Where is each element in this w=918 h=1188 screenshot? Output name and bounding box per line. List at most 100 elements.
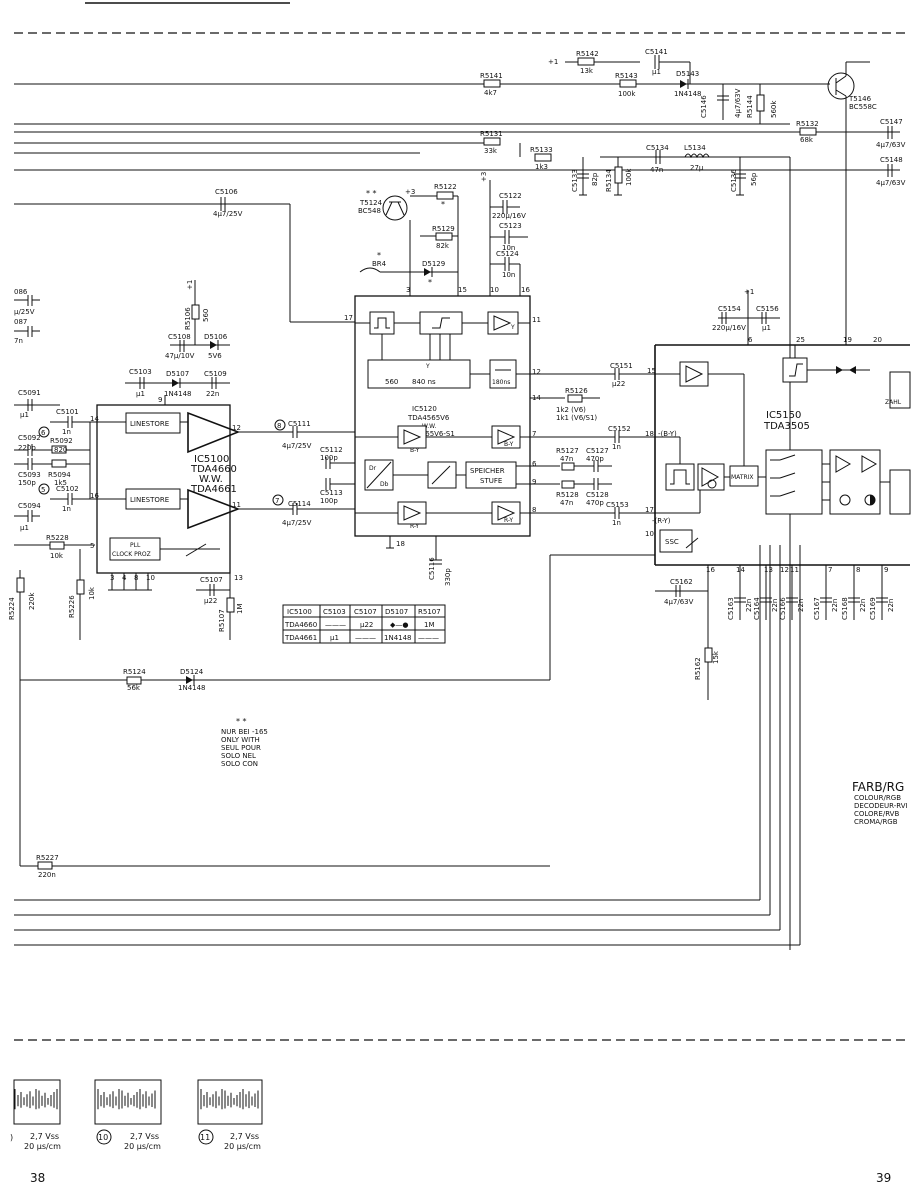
r5127-symbol: [561, 462, 575, 471]
waveform-10-marker: [96, 1129, 112, 1145]
ic5150-pin-19: 19: [843, 336, 852, 344]
r5227-symbol: [37, 861, 53, 870]
r5129-label: R5129: [432, 225, 455, 233]
marker-8-text: 8: [277, 422, 281, 430]
d5106-symbol: [210, 341, 217, 349]
r5144-symbol: [756, 94, 765, 112]
ic5100-pin-10: 10: [146, 574, 155, 582]
bus-lines: [14, 83, 900, 950]
c5103-label: C5103: [129, 368, 152, 376]
note-line-0: NUR BEI -165: [221, 728, 268, 736]
c5133-label: C5133: [571, 169, 579, 192]
c5141-label: C5141: [645, 48, 668, 56]
c5167-label: C5167: [813, 597, 821, 620]
r5106-value: 560: [202, 309, 210, 322]
c5116-label: C5116: [428, 557, 436, 580]
c5153-value: 1n: [612, 519, 621, 527]
br4-symbol: [359, 267, 381, 273]
c5151-label: C5151: [610, 362, 633, 370]
l5134-label: L5134: [684, 144, 706, 152]
c5162-label: C5162: [670, 578, 693, 586]
ic5150-pin-25: 25: [796, 336, 805, 344]
r5122-symbol: [436, 191, 454, 200]
c5091-label: C5091: [18, 389, 41, 397]
ic5120-by-amp: [397, 425, 427, 449]
ic5100-ic5120-links: 8 C5111 4µ7/25V C5112 100p C5113 100p 7 …: [260, 419, 355, 527]
r5127-label: R5127: [556, 447, 579, 455]
c5109-value: 22n: [206, 390, 219, 398]
c5127-value: 470p: [586, 455, 604, 463]
c5122-value: 220µ/16V: [492, 212, 526, 220]
c5148-label: C5148: [880, 156, 903, 164]
waveform-panel-10: 10 2,7 Vss 20 µs/cm: [94, 1079, 162, 1151]
c5133-value: 82p: [591, 172, 599, 186]
ic5100-pin-14: 14: [90, 415, 99, 423]
r5143-label: R5143: [615, 72, 638, 80]
r5224-label: R5224: [8, 597, 16, 620]
ic5120-delay-b: 840 ns: [412, 378, 436, 386]
waveform-a-vss: 2,7 Vss: [30, 1132, 59, 1141]
c5164-value: 22n: [771, 599, 779, 612]
pin-3: 3: [406, 286, 410, 294]
r5134-symbol: [614, 166, 623, 184]
ic5120-type: TDA4565V6: [407, 414, 450, 422]
variant-table: IC5100 C5103 C5107 D5107 R5107 TDA4660 —…: [282, 604, 446, 644]
ic5150-ssc-label: SSC: [665, 538, 679, 546]
c5124-value: 10n: [502, 271, 515, 279]
c5128-label: C5128: [586, 491, 609, 499]
t5124-stars: * *: [366, 189, 377, 198]
c5166-label: C5166: [779, 597, 787, 620]
c5136-value: 56p: [750, 172, 758, 186]
ic5100-pin-9: 9: [158, 396, 162, 404]
ic5120-db: Db: [380, 481, 389, 488]
c5112-value: 100p: [320, 454, 338, 462]
r5227: R5227 220n: [36, 854, 59, 879]
ic5100-linestore-1-label: LINESTORE: [130, 420, 169, 428]
waveform-panel-11: 11 2,7 Vss 20 µs/cm: [197, 1079, 263, 1151]
marker-5-text: 5: [41, 486, 45, 494]
d5124-symbol: [186, 676, 193, 684]
ic5120-delay-y: Y: [425, 363, 430, 370]
r5128-symbol: [561, 480, 575, 489]
r5226-symbol: [76, 579, 85, 595]
table-header-4: R5107: [418, 608, 441, 616]
t5124-region: C5106 4µ7/25V * * T5124 BC548 +3 R5122 *…: [213, 172, 528, 296]
r5092-symbol: [51, 445, 67, 454]
ic5100-pin-13: 13: [234, 574, 243, 582]
c5169-label: C5169: [869, 597, 877, 620]
r5224-symbol: [16, 577, 25, 593]
d5143-label: D5143: [676, 70, 699, 78]
table-cell-0-3: ◆—●: [390, 621, 409, 629]
r5226-value: 10k: [88, 586, 96, 600]
c5101-label: C5101: [56, 408, 79, 416]
upper-middle-components: R5131 33k R5132 68k C5147 4µ7/63V R5133 …: [480, 118, 906, 196]
d5124-label: D5124: [180, 668, 204, 676]
plus1-c: +1: [744, 288, 754, 296]
c5154-label: C5154: [718, 305, 741, 313]
r5107-symbol: [226, 597, 235, 613]
ic5120-block: 3 15 10 16 17 11 12 14 7 6 9 8 18 Y 560 …: [344, 286, 541, 549]
r5131-label: R5131: [480, 130, 503, 138]
note-block: * * NUR BEI -165 ONLY WITH SEUL POUR SOL…: [221, 717, 268, 768]
ic5150-pin-16: 16: [706, 566, 715, 574]
d5129-label: D5129: [422, 260, 445, 268]
ic5100-linestore-1: [125, 412, 181, 434]
r5107-value: 1M: [236, 604, 244, 615]
t5146-value: BC558C: [849, 103, 877, 111]
ic5120-ry-amp: [397, 501, 427, 525]
c5108-label: C5108: [168, 333, 191, 341]
r5094-label: R5094: [48, 471, 71, 479]
c5111-label: C5111: [288, 420, 311, 428]
pin-10: 10: [490, 286, 499, 294]
section-title-line-2: COLORE/RVB: [854, 810, 899, 818]
ic5150-pin-13: 13: [764, 566, 773, 574]
ic5120-speicher-2: STUFE: [480, 477, 502, 485]
c5147-value: 4µ7/63V: [876, 141, 906, 149]
section-title: FARB/RG COLOUR/RGB DECODEUR-RVI COLORE/R…: [852, 780, 908, 826]
r5128-label: R5128: [556, 491, 579, 499]
note-line-3: SOLO NEL: [221, 752, 256, 760]
c5107-label: C5107: [200, 576, 223, 584]
c5102-value: 1n: [62, 505, 71, 513]
ic5150-pin-9: 9: [884, 566, 888, 574]
ic5100-amp-1: [187, 411, 241, 454]
